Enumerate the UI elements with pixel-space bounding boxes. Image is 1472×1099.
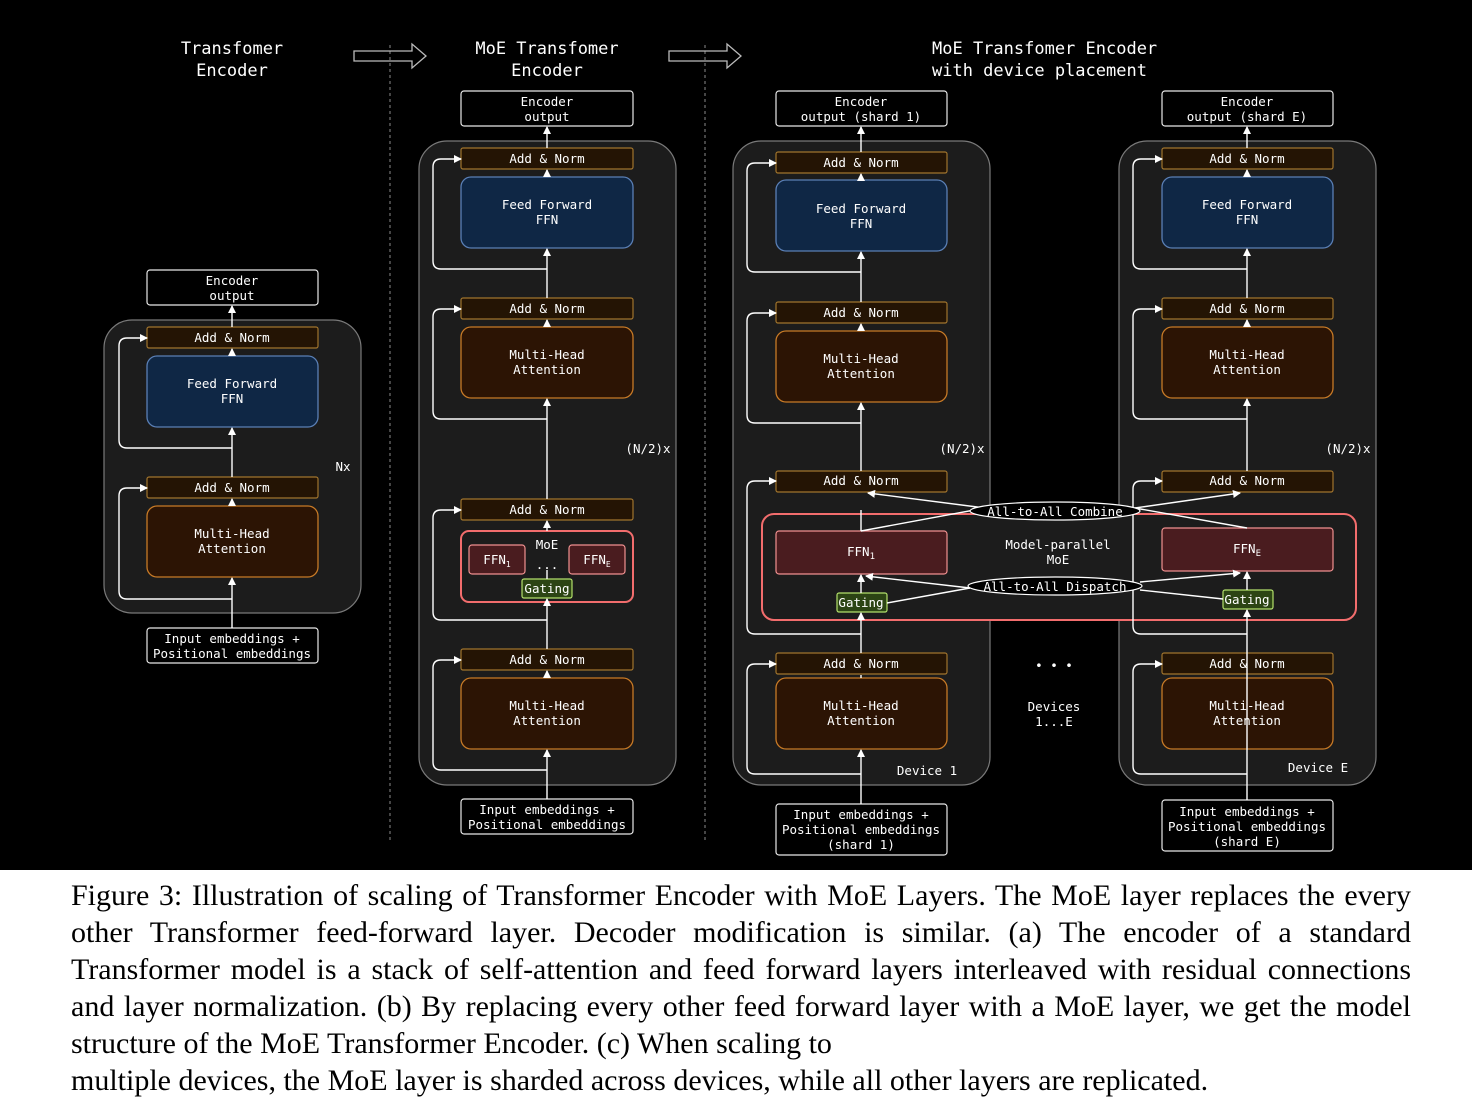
caption-body: Figure 3: Illustration of scaling of Tra… <box>71 879 1411 1060</box>
multi-head-attention-label: Attention <box>513 713 581 728</box>
add-norm-label: Add & Norm <box>509 652 584 667</box>
gating-label: Gating <box>524 581 569 596</box>
expert-ffn-e-label: FFNE <box>583 552 611 569</box>
diagram-canvas: Transfomer Encoder Encoder output Add & … <box>103 39 1377 856</box>
multi-head-attention-label: Multi-Head <box>823 698 898 713</box>
gating-label: Gating <box>1224 592 1269 607</box>
feed-forward-label: FFN <box>536 212 559 227</box>
add-norm-label: Add & Norm <box>823 473 898 488</box>
encoder-output-label: output <box>209 288 254 303</box>
figure-diagram: Transfomer Encoder Encoder output Add & … <box>0 0 1472 870</box>
multi-head-attention-label: Multi-Head <box>509 698 584 713</box>
multi-head-attention-label: Multi-Head <box>1209 347 1284 362</box>
add-norm-label: Add & Norm <box>1209 473 1284 488</box>
feed-forward-label: FFN <box>850 216 873 231</box>
caption-last-line: multiple devices, the MoE layer is shard… <box>71 1064 1209 1097</box>
encoder-output-label: Encoder <box>206 273 259 288</box>
device-e-stack: Encoder output (shard E) Add & Norm Feed… <box>1161 90 1348 852</box>
input-embeddings-label: Input embeddings + <box>793 807 928 822</box>
encoder-output-label: Encoder <box>1221 94 1274 109</box>
device-1-stack: Encoder output (shard 1) Add & Norm Feed… <box>775 90 957 856</box>
panel-b-moe-transformer-encoder: MoE Transfomer Encoder Encoder output Ad… <box>418 39 677 835</box>
panel-b-title: MoE Transfomer <box>475 39 618 59</box>
panel-a-transformer-encoder: Transfomer Encoder Encoder output Add & … <box>103 39 362 664</box>
add-norm-label: Add & Norm <box>194 480 269 495</box>
right-double-arrow-icon <box>668 42 742 70</box>
device-e-label: Device E <box>1288 760 1348 775</box>
moe-label: MoE <box>536 537 559 552</box>
multi-head-attention-label: Attention <box>827 366 895 381</box>
figure-caption: Figure 3: Illustration of scaling of Tra… <box>71 877 1411 1099</box>
repeat-label: (N/2)x <box>1325 441 1371 456</box>
encoder-output-label: output (shard E) <box>1187 109 1307 124</box>
feed-forward-label: FFN <box>1236 212 1259 227</box>
multi-head-attention-label: Multi-Head <box>509 347 584 362</box>
input-embeddings-label: Input embeddings + <box>164 631 299 646</box>
panel-c-title: with device placement <box>932 61 1147 81</box>
expert-ffn-1-label: FFN1 <box>847 544 875 562</box>
expert-ffn-e-label: FFNE <box>1233 541 1261 559</box>
encoder-output-label: Encoder <box>521 94 574 109</box>
expert-ffn-1-box <box>468 544 526 575</box>
feed-forward-label: Feed Forward <box>816 201 906 216</box>
input-embeddings-label: (shard E) <box>1213 834 1281 849</box>
multi-head-attention-label: Multi-Head <box>194 526 269 541</box>
add-norm-label: Add & Norm <box>194 330 269 345</box>
add-norm-label: Add & Norm <box>823 305 898 320</box>
add-norm-label: Add & Norm <box>509 151 584 166</box>
encoder-output-label: output <box>524 109 569 124</box>
devices-label: 1...E <box>1035 714 1073 729</box>
multi-head-attention-label: Attention <box>827 713 895 728</box>
feed-forward-label: Feed Forward <box>1202 197 1292 212</box>
repeat-label: Nx <box>335 459 351 474</box>
add-norm-label: Add & Norm <box>509 502 584 517</box>
expert-dots: ... <box>536 557 559 572</box>
gating-label: Gating <box>838 595 883 610</box>
add-norm-label: Add & Norm <box>823 155 898 170</box>
all-to-all-dispatch-label: All-to-All Dispatch <box>984 579 1127 594</box>
multi-head-attention-label: Attention <box>1213 362 1281 377</box>
panel-c-device-placement: MoE Transfomer Encoder with device place… <box>732 39 1377 856</box>
panel-a-title: Encoder <box>196 61 268 81</box>
feed-forward-label: Feed Forward <box>502 197 592 212</box>
panel-b-title: Encoder <box>511 61 583 81</box>
add-norm-label: Add & Norm <box>509 301 584 316</box>
arrows <box>432 126 551 799</box>
input-embeddings-label: (shard 1) <box>827 837 895 852</box>
repeat-label: (N/2)x <box>625 441 671 456</box>
panel-a-title: Transfomer <box>181 39 283 59</box>
all-to-all-combine-badge <box>969 501 1141 521</box>
encoder-output-label: output (shard 1) <box>801 109 921 124</box>
arrows <box>118 305 236 628</box>
panel-c-title: MoE Transfomer Encoder <box>932 39 1157 59</box>
input-embeddings-label: Input embeddings + <box>479 802 614 817</box>
add-norm-label: Add & Norm <box>1209 301 1284 316</box>
input-embeddings-label: Input embeddings + <box>1179 804 1314 819</box>
feed-forward-label: Feed Forward <box>187 376 277 391</box>
add-norm-label: Add & Norm <box>1209 151 1284 166</box>
input-embeddings-label: Positional embeddings <box>468 817 626 832</box>
devices-dots: • • • <box>1035 658 1073 673</box>
input-embeddings-label: Positional embeddings <box>782 822 940 837</box>
input-embeddings-label: Positional embeddings <box>1168 819 1326 834</box>
expert-ffn-e-box <box>568 544 626 575</box>
all-to-all-combine-label: All-to-All Combine <box>987 504 1122 519</box>
device-1-label: Device 1 <box>897 763 957 778</box>
expert-ffn-1-label: FFN1 <box>483 552 511 569</box>
devices-label: Devices <box>1028 699 1081 714</box>
multi-head-attention-label: Multi-Head <box>823 351 898 366</box>
model-parallel-moe-label: Model-parallel <box>1005 537 1110 552</box>
right-double-arrow-icon <box>353 42 427 70</box>
input-embeddings-label: Positional embeddings <box>153 646 311 661</box>
feed-forward-label: FFN <box>221 391 244 406</box>
multi-head-attention-label: Attention <box>198 541 266 556</box>
repeat-label: (N/2)x <box>939 441 985 456</box>
arrows <box>746 126 1251 804</box>
all-to-all-dispatch-badge <box>967 576 1143 596</box>
multi-head-attention-label: Attention <box>513 362 581 377</box>
encoder-output-label: Encoder <box>835 94 888 109</box>
add-norm-label: Add & Norm <box>823 656 898 671</box>
model-parallel-moe-label: MoE <box>1047 552 1070 567</box>
